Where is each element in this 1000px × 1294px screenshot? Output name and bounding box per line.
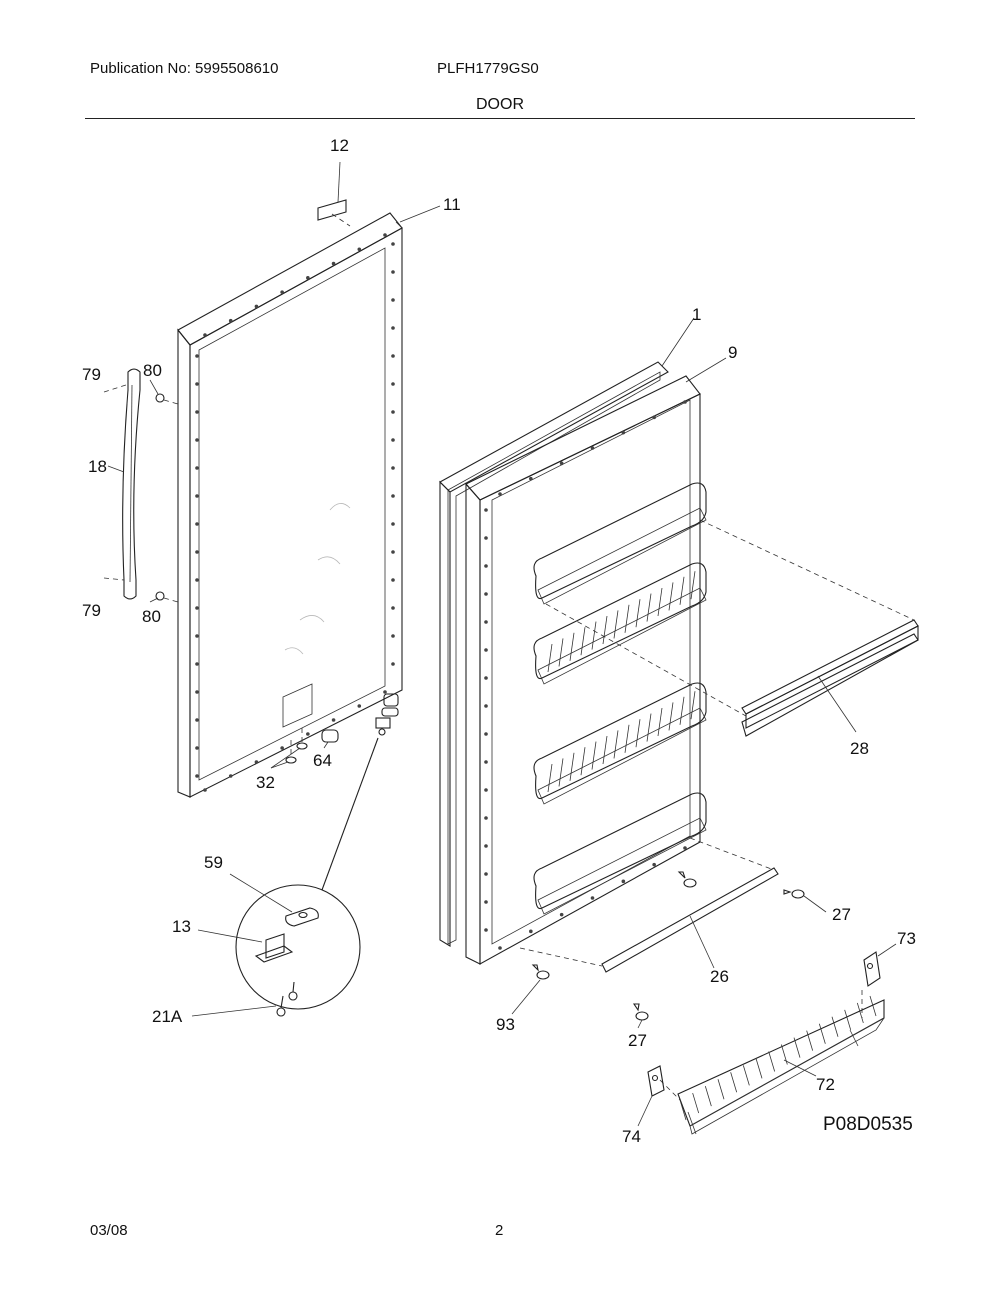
callout-21a: 21A — [152, 1007, 183, 1026]
callout-73: 73 — [897, 929, 916, 948]
inner-liner-screw-holes — [484, 400, 687, 950]
model-number: PLFH1779GS0 — [437, 60, 539, 77]
callout-12: 12 — [330, 136, 349, 155]
part-11-outer-door-panel — [177, 212, 403, 798]
part-59-hinge-shim — [285, 907, 319, 927]
callout-18: 18 — [88, 457, 107, 476]
part-27-pin-right — [783, 889, 805, 899]
hinge-detail-callout — [235, 884, 361, 1017]
callout-79-bottom: 79 — [82, 601, 101, 620]
callout-74: 74 — [622, 1127, 641, 1146]
door-shelf-bins — [533, 482, 707, 915]
part-21a-screws — [276, 981, 298, 1017]
part-74-clip-left — [647, 1065, 665, 1097]
callout-59: 59 — [204, 853, 223, 872]
callout-32: 32 — [256, 773, 275, 792]
callout-79-top: 79 — [82, 365, 101, 384]
callout-9: 9 — [728, 343, 737, 362]
part-26-bottom-rail — [519, 837, 779, 973]
part-32-plugs — [285, 728, 308, 764]
drawing-code: P08D0535 — [823, 1114, 913, 1135]
callout-27-bottom: 27 — [628, 1031, 647, 1050]
callout-13: 13 — [172, 917, 191, 936]
embossed-marking — [284, 503, 351, 655]
part-93-pin — [531, 964, 550, 980]
part-72-wire-basket — [659, 990, 885, 1135]
callout-80-bottom: 80 — [142, 607, 161, 626]
callout-72: 72 — [816, 1075, 835, 1094]
callout-64: 64 — [313, 751, 332, 770]
part-12-label-sticker — [317, 161, 351, 227]
part-1-door-gasket — [439, 361, 669, 947]
leader-lines — [107, 205, 897, 1127]
section-title: DOOR — [476, 96, 524, 113]
callout-11: 11 — [443, 195, 461, 214]
part-73-clip-right — [863, 951, 881, 987]
callout-27-right: 27 — [832, 905, 851, 924]
publication-number: Publication No: 5995508610 — [90, 60, 279, 77]
callout-93: 93 — [496, 1015, 515, 1034]
part-27-pin-center — [677, 871, 697, 888]
header-divider — [85, 118, 915, 119]
footer-date: 03/08 — [90, 1222, 128, 1239]
basket-wires — [679, 995, 877, 1121]
part-27-pin-lower — [632, 1003, 649, 1021]
callout-28: 28 — [850, 739, 869, 758]
callout-80-top: 80 — [143, 361, 162, 380]
outer-door-screw-holes — [195, 233, 395, 792]
part-28-shelf-rail — [545, 519, 919, 737]
part-64-pad — [321, 729, 339, 743]
part-18-door-handle — [103, 368, 179, 603]
callout-1: 1 — [692, 305, 701, 324]
page-number: 2 — [495, 1222, 504, 1239]
part-13-hinge-bracket — [254, 933, 294, 963]
callout-26: 26 — [710, 967, 729, 986]
lower-hinge-assembly — [321, 693, 399, 891]
